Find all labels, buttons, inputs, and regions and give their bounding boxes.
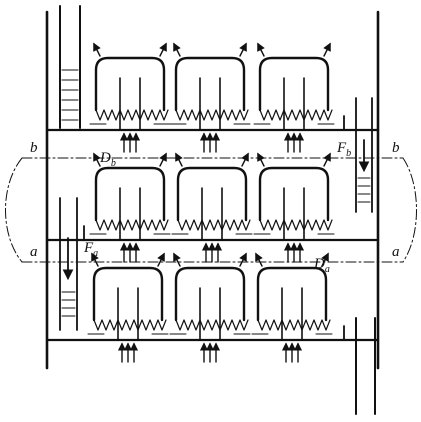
downcomer-fb-liquid: [357, 177, 371, 203]
bubble-cap-dome: [174, 56, 246, 112]
bubble-cap-dome: [258, 56, 330, 112]
tray-2: [45, 152, 380, 263]
external-pipes: [59, 5, 376, 415]
vapor-out-arrow: [91, 252, 99, 267]
vapor-out-arrow: [159, 42, 167, 57]
bubble-cap: [253, 152, 335, 263]
bubble-cap-dome: [256, 266, 328, 322]
bubble-cap-slots: [175, 319, 249, 331]
bubble-cap: [171, 152, 253, 263]
tray-1: [45, 42, 380, 153]
bubble-cap-riser: [283, 77, 305, 131]
bubble-cap: [251, 252, 333, 363]
bubble-cap-dome: [94, 166, 166, 222]
bubble-cap-riser: [119, 77, 141, 131]
bubble-cap-riser: [199, 287, 221, 341]
tray-group: [45, 42, 380, 363]
label-Da-sub: a: [325, 264, 330, 275]
vapor-out-arrow: [93, 152, 101, 167]
vapor-out-arrow: [255, 252, 263, 267]
label-Db-sub: b: [111, 158, 116, 169]
vapor-out-arrow: [157, 252, 165, 267]
bubble-cap-riser: [199, 77, 221, 131]
bubble-cap-slots: [177, 219, 251, 231]
bubble-cap-slots: [95, 219, 169, 231]
column-shell: [45, 10, 380, 370]
label-a-right: a: [392, 244, 400, 260]
bubble-cap-dome: [92, 266, 164, 322]
label-Da: Da: [313, 256, 330, 275]
vapor-out-arrow: [323, 152, 331, 167]
label-Da-main: D: [313, 256, 325, 272]
downcomer-fb: [355, 97, 373, 213]
bubble-cap-dome: [258, 166, 330, 222]
bubble-cap-slots: [257, 319, 331, 331]
label-Fa-main: F: [83, 240, 94, 256]
label-b-right: b: [392, 140, 400, 156]
bubble-cap: [87, 252, 169, 363]
section-lines: [5, 157, 417, 263]
label-Fb: Fb: [336, 140, 351, 159]
label-Fa-sub: a: [93, 248, 98, 259]
vapor-out-arrow: [321, 252, 329, 267]
section-arc-right: [402, 157, 417, 263]
label-Fb-sub: b: [346, 148, 351, 159]
vapor-out-arrow: [239, 252, 247, 267]
section-arc-left: [5, 157, 23, 263]
vapor-out-arrow: [257, 152, 265, 167]
bubble-cap-dome: [176, 166, 248, 222]
label-Fa: Fa: [83, 240, 98, 259]
bubble-cap-riser: [119, 187, 141, 241]
bubble-cap-dome: [94, 56, 166, 112]
label-b-left: b: [30, 140, 38, 156]
top-pipe-liquid: [61, 69, 79, 121]
bubble-cap: [169, 42, 251, 153]
bubble-cap-riser: [283, 187, 305, 241]
label-Db-main: D: [99, 150, 111, 166]
bubble-cap: [253, 42, 335, 153]
tray-3: [45, 252, 380, 363]
label-Fb-main: F: [336, 140, 347, 156]
bubble-cap-riser: [117, 287, 139, 341]
vapor-out-arrow: [323, 42, 331, 57]
bubble-cap-dome: [174, 266, 246, 322]
vapor-out-arrow: [257, 42, 265, 57]
label-a-left: a: [30, 244, 38, 260]
bubble-cap: [89, 42, 171, 153]
bubble-cap-slots: [259, 109, 333, 121]
bubble-cap: [169, 252, 251, 363]
bubble-cap-slots: [95, 109, 169, 121]
bubble-cap-slots: [93, 319, 167, 331]
vapor-out-arrow: [93, 42, 101, 57]
bubble-cap-riser: [201, 187, 223, 241]
downcomer-fa: [59, 197, 78, 331]
vapor-out-arrow: [239, 42, 247, 57]
bubble-cap-slots: [175, 109, 249, 121]
vapor-out-arrow: [241, 152, 249, 167]
bubble-cap-riser: [281, 287, 303, 341]
bubble-cap-slots: [259, 219, 333, 231]
vapor-out-arrow: [159, 152, 167, 167]
bubble-cap: [89, 152, 171, 263]
vapor-out-arrow: [173, 42, 181, 57]
downcomer-fa-liquid: [61, 291, 76, 317]
vapor-out-arrow: [175, 152, 183, 167]
label-Db: Db: [99, 150, 116, 169]
vapor-out-arrow: [173, 252, 181, 267]
